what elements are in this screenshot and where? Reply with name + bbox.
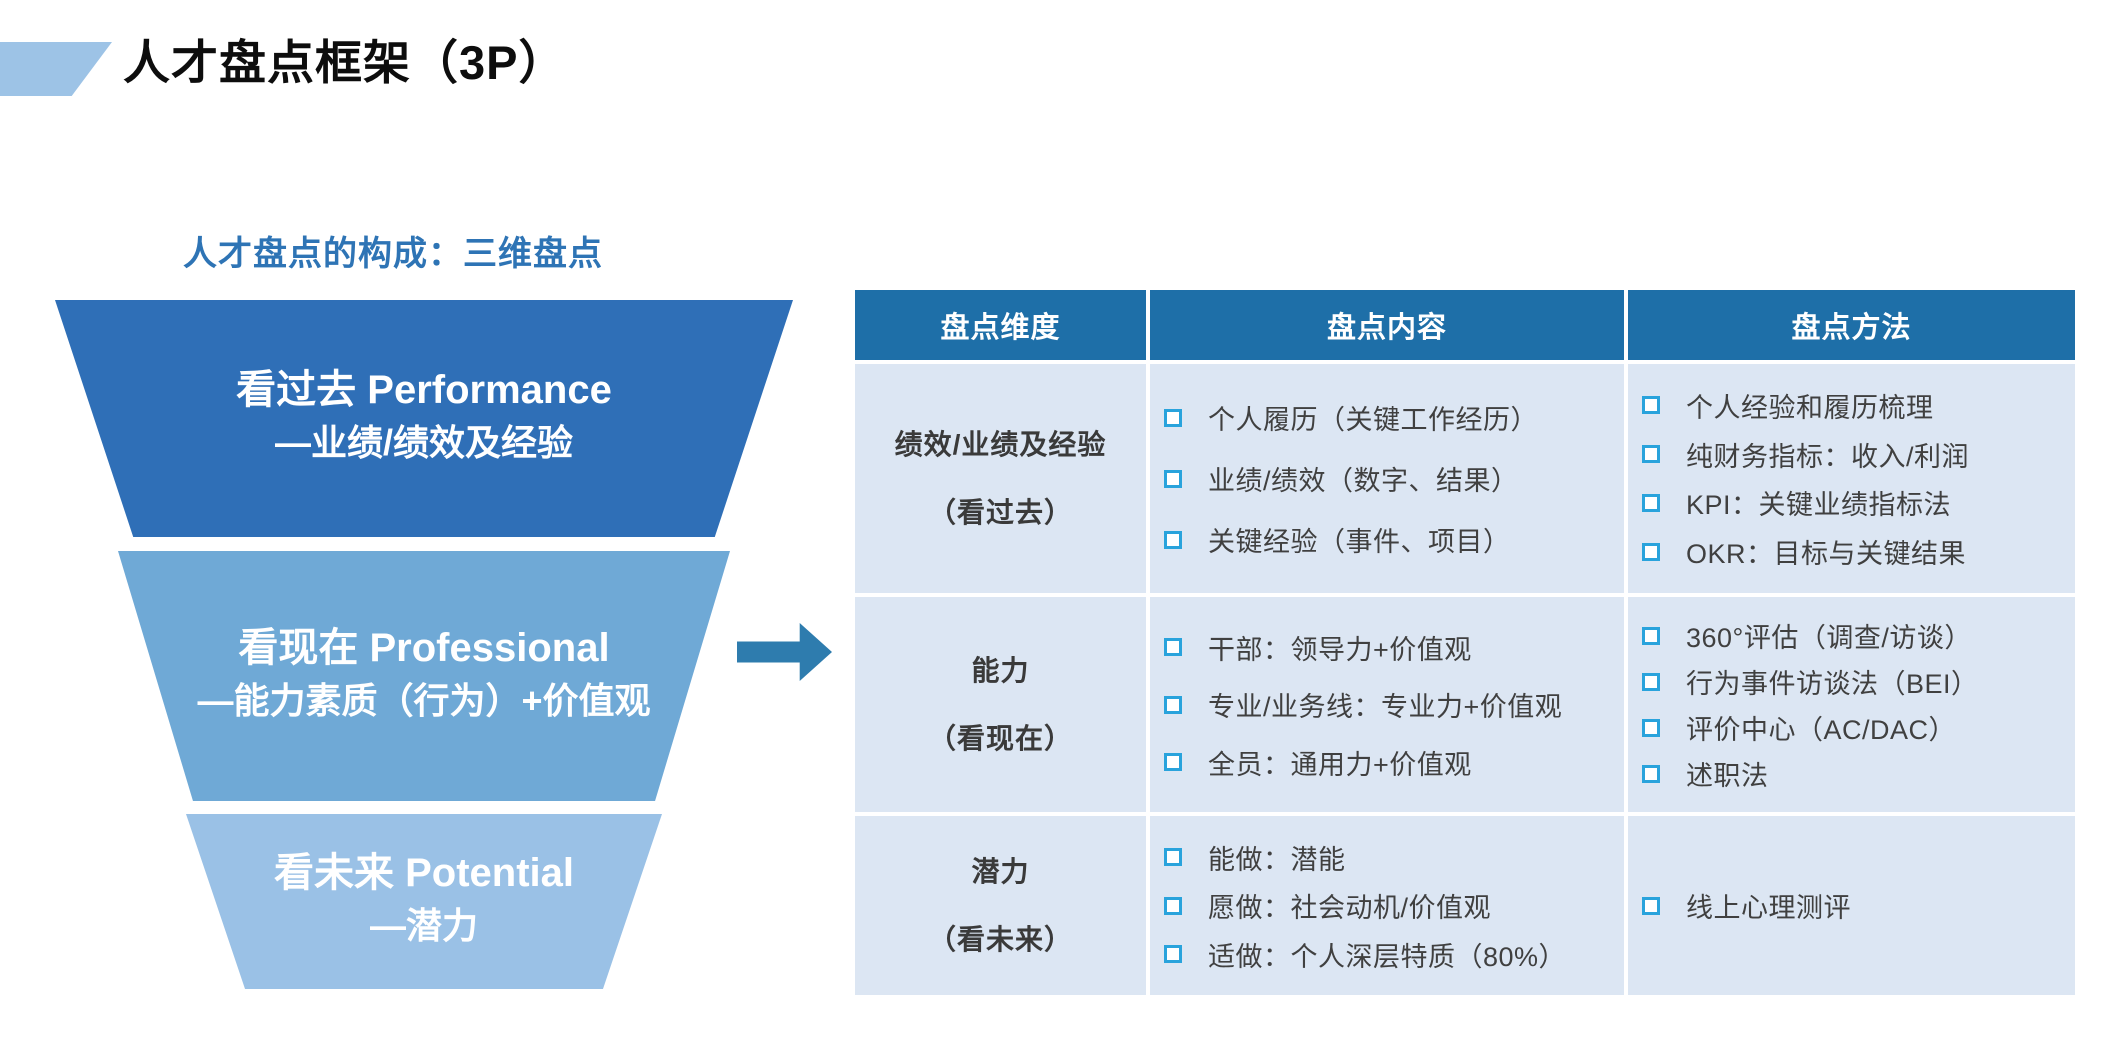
list-item: 业绩/绩效（数字、结果）: [1164, 459, 1616, 498]
list-item-text: 评价中心（AC/DAC）: [1686, 715, 1957, 745]
funnel-level-performance: 看过去 Performance —业绩/绩效及经验: [55, 300, 793, 537]
list-item: 评价中心（AC/DAC）: [1642, 708, 2067, 747]
page-title: 人才盘点框架（3P）: [123, 36, 567, 89]
funnel-level-professional: 看现在 Professional —能力素质（行为）+价值观: [118, 551, 730, 801]
list-item-text: 专业/业务线：专业力+价值观: [1208, 692, 1563, 722]
row-potential-methods: 线上心理测评: [1628, 816, 2075, 995]
title-accent-shape: [0, 42, 112, 96]
list-item: 360°评估（调查/访谈）: [1642, 616, 2067, 655]
square-bullet-icon: [1642, 672, 1660, 691]
list-item: OKR：目标与关键结果: [1642, 532, 2067, 571]
list-item: 全员：通用力+价值观: [1164, 743, 1616, 782]
row-ability-dimension: 能力 （看现在）: [855, 597, 1146, 812]
table-header-dimension: 盘点维度: [855, 290, 1146, 360]
list-item-text: 干部：领导力+价值观: [1208, 634, 1472, 665]
square-bullet-icon: [1642, 445, 1660, 464]
list-item-text: 行为事件访谈法（BEI）: [1686, 669, 1979, 699]
square-bullet-icon: [1164, 638, 1182, 656]
square-bullet-icon: [1164, 848, 1182, 866]
funnel-level-performance-subtitle: —业绩/绩效及经验: [274, 422, 573, 464]
row-ability-content: 干部：领导力+价值观 专业/业务线：专业力+价值观 全员：通用力+价值观: [1150, 597, 1624, 812]
list-item-text: 全员：通用力+价值观: [1208, 749, 1472, 780]
dimension-label: 能力: [971, 655, 1030, 687]
table-header-method: 盘点方法: [1628, 290, 2075, 360]
list-item: 适做：个人深层特质（80%）: [1164, 935, 1616, 974]
dimension-label: 潜力: [971, 856, 1030, 888]
funnel-level-performance-title: 看过去 Performance: [236, 368, 612, 413]
list-item: KPI：关键业绩指标法: [1642, 483, 2067, 522]
list-item-text: OKR：目标与关键结果: [1686, 539, 1967, 570]
list-item: 能做：潜能: [1164, 838, 1616, 877]
list-item-text: 线上心理测评: [1686, 893, 1851, 923]
funnel-level-potential-title: 看未来 Potential: [273, 851, 575, 896]
square-bullet-icon: [1642, 626, 1660, 645]
funnel-level-professional-subtitle: —能力素质（行为）+价值观: [197, 679, 651, 721]
row-performance-methods: 个人经验和履历梳理 纯财务指标：收入/利润 KPI：关键业绩指标法 OKR：目标…: [1628, 364, 2075, 593]
square-bullet-icon: [1642, 542, 1660, 561]
list-item-text: 个人履历（关键工作经历）: [1208, 405, 1538, 435]
list-item: 专业/业务线：专业力+价值观: [1164, 685, 1616, 724]
square-bullet-icon: [1642, 493, 1660, 512]
list-item: 纯财务指标：收入/利润: [1642, 435, 2067, 474]
table-header-content: 盘点内容: [1150, 290, 1624, 360]
list-item: 愿做：社会动机/价值观: [1164, 886, 1616, 925]
list-item-text: 述职法: [1686, 761, 1769, 791]
dimension-label: 绩效/业绩及经验: [894, 429, 1107, 461]
funnel-level-potential-subtitle: —潜力: [369, 905, 478, 947]
square-bullet-icon: [1164, 408, 1182, 427]
list-item-text: 能做：潜能: [1208, 844, 1346, 875]
row-performance-content: 个人履历（关键工作经历） 业绩/绩效（数字、结果） 关键经验（事件、项目）: [1150, 364, 1624, 593]
square-bullet-icon: [1642, 396, 1660, 415]
list-item: 关键经验（事件、项目）: [1164, 520, 1616, 559]
funnel-level-professional-title: 看现在 Professional: [238, 625, 610, 670]
list-item: 述职法: [1642, 754, 2067, 793]
list-item-text: 360°评估（调查/访谈）: [1686, 623, 1972, 653]
row-potential-content: 能做：潜能 愿做：社会动机/价值观 适做：个人深层特质（80%）: [1150, 816, 1624, 995]
list-item: 线上心理测评: [1642, 886, 2067, 925]
list-item-text: 纯财务指标：收入/利润: [1686, 441, 1970, 472]
square-bullet-icon: [1642, 718, 1660, 737]
list-item: 个人经验和履历梳理: [1642, 386, 2067, 425]
dimension-sublabel: （看过去）: [927, 496, 1073, 528]
square-bullet-icon: [1164, 469, 1182, 488]
square-bullet-icon: [1642, 764, 1660, 783]
list-item-text: 适做：个人深层特质（80%）: [1208, 941, 1567, 972]
row-potential-dimension: 潜力 （看未来）: [855, 816, 1146, 995]
list-item-text: 关键经验（事件、项目）: [1208, 527, 1511, 557]
square-bullet-icon: [1164, 896, 1182, 915]
funnel-caption: 人才盘点的构成：三维盘点: [183, 235, 603, 273]
dimension-sublabel: （看现在）: [927, 722, 1073, 754]
list-item: 行为事件访谈法（BEI）: [1642, 662, 2067, 701]
list-item-text: 愿做：社会动机/价值观: [1208, 893, 1492, 923]
square-bullet-icon: [1164, 753, 1182, 771]
right-arrow-icon: [737, 623, 832, 681]
list-item-text: KPI：关键业绩指标法: [1686, 490, 1952, 521]
list-item-text: 业绩/绩效（数字、结果）: [1208, 466, 1519, 496]
list-item: 干部：领导力+价值观: [1164, 628, 1616, 667]
square-bullet-icon: [1164, 695, 1182, 714]
square-bullet-icon: [1164, 945, 1182, 963]
list-item: 个人履历（关键工作经历）: [1164, 398, 1616, 437]
funnel-level-potential: 看未来 Potential —潜力: [186, 814, 662, 989]
row-ability-methods: 360°评估（调查/访谈） 行为事件访谈法（BEI） 评价中心（AC/DAC） …: [1628, 597, 2075, 812]
square-bullet-icon: [1164, 530, 1182, 549]
list-item-text: 个人经验和履历梳理: [1686, 392, 1934, 423]
dimension-sublabel: （看未来）: [927, 923, 1073, 955]
square-bullet-icon: [1642, 896, 1660, 915]
review-table: 盘点维度 盘点内容 盘点方法 绩效/业绩及经验 （看过去） 个人履历（关键工作经…: [855, 290, 2075, 995]
row-performance-dimension: 绩效/业绩及经验 （看过去）: [855, 364, 1146, 593]
